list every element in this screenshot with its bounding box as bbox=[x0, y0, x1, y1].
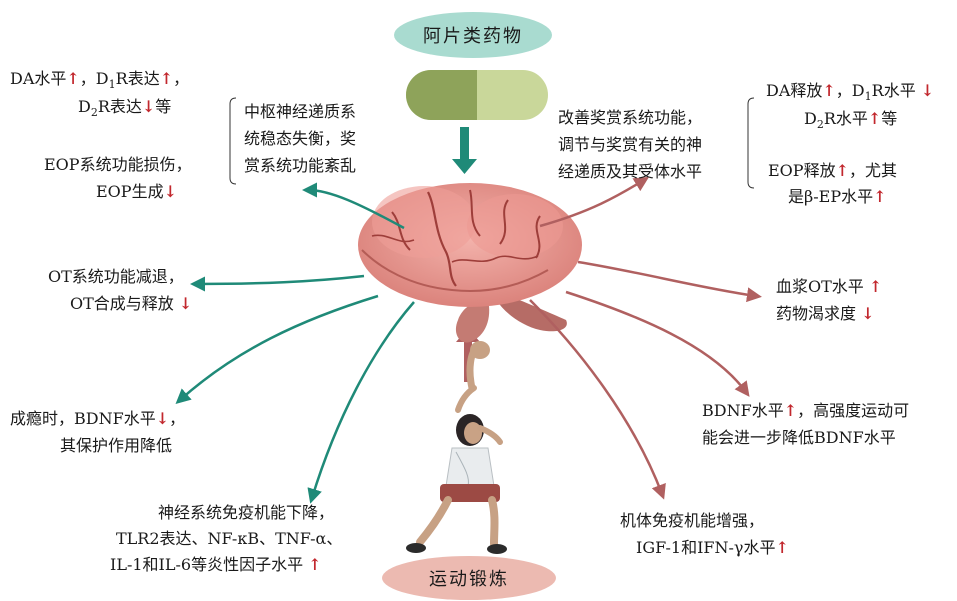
ot-left-line1: OT系统功能减退， bbox=[48, 267, 184, 286]
right-eop-line1: EOP释放↑，尤其 bbox=[768, 161, 897, 180]
left-eop-line2: EOP生成↓ bbox=[96, 182, 177, 201]
center-right-line3: 经递质及其受体水平 bbox=[558, 162, 703, 181]
arrow-to-center-left bbox=[302, 182, 405, 230]
opioid-drug-label: 阿片类药物 bbox=[394, 12, 552, 58]
bdnf-left-line1: 成瘾时，BDNF水平↓， bbox=[10, 409, 186, 428]
exercise-text: 运动锻炼 bbox=[429, 569, 509, 590]
center-right-line2: 调节与奖赏有关的神 bbox=[558, 135, 703, 154]
opioid-drug-text: 阿片类药物 bbox=[423, 26, 523, 47]
ot-right-line1: 血浆OT水平 ↑ bbox=[776, 277, 883, 296]
arrow-to-immune-right bbox=[529, 299, 666, 500]
pill-icon bbox=[406, 70, 548, 120]
arrow-to-bdnf-right bbox=[565, 290, 750, 397]
exercise-label: 运动锻炼 bbox=[382, 556, 556, 600]
exercising-woman-icon bbox=[406, 341, 507, 554]
center-left-line2: 统稳态失衡，奖 bbox=[244, 129, 357, 148]
drug-to-brain-arrow bbox=[452, 127, 477, 174]
arrow-to-ot-right bbox=[577, 260, 762, 303]
immune-right-line1: 机体免疫机能增强， bbox=[620, 511, 765, 530]
immune-left-line1: 神经系统免疫机能下降， bbox=[158, 503, 335, 522]
center-right-text: 改善奖赏系统功能， 调节与奖赏有关的神 经递质及其受体水平 bbox=[558, 104, 702, 185]
center-right-line1: 改善奖赏系统功能， bbox=[558, 108, 703, 127]
left-da-line1: DA水平↑，D1R表达↑， bbox=[10, 69, 190, 92]
left-eop-line1: EOP系统功能损伤， bbox=[44, 155, 192, 174]
ot-left-line2: OT合成与释放 ↓ bbox=[70, 294, 193, 313]
arrow-to-bdnf-left bbox=[175, 294, 379, 404]
bdnf-left-line2: 其保护作用降低 bbox=[60, 436, 173, 455]
right-eop-line2: 是β-EP水平↑ bbox=[788, 187, 887, 206]
right-da-line2: D2R水平↑等 bbox=[804, 109, 898, 132]
center-left-text: 中枢神经递质系 统稳态失衡，奖 赏系统功能紊乱 bbox=[244, 98, 356, 179]
immune-left-line3: IL-1和IL-6等炎性因子水平 ↑ bbox=[110, 555, 322, 574]
arrow-to-ot-left bbox=[190, 274, 365, 292]
immune-left-line2: TLR2表达、NF-κB、TNF-α、 bbox=[116, 529, 343, 548]
left-bracket bbox=[229, 97, 237, 185]
arrow-to-center-right bbox=[539, 176, 650, 228]
ot-right-line2: 药物渴求度 ↓ bbox=[776, 304, 875, 323]
brain-icon bbox=[358, 183, 582, 343]
right-da-line1: DA释放↑，D1R水平 ↓ bbox=[766, 81, 935, 104]
bdnf-right-line1: BDNF水平↑，高强度运动可 bbox=[702, 401, 910, 420]
bdnf-right-line2: 能会进一步降低BDNF水平 bbox=[702, 428, 896, 447]
right-bracket bbox=[747, 97, 755, 189]
left-da-line2: D2R表达↓等 bbox=[78, 97, 172, 120]
arrow-to-immune-left bbox=[307, 301, 415, 504]
center-left-line1: 中枢神经递质系 bbox=[244, 102, 357, 121]
center-left-line3: 赏系统功能紊乱 bbox=[244, 156, 357, 175]
immune-right-line2: IGF-1和IFN-γ水平↑ bbox=[636, 538, 789, 557]
